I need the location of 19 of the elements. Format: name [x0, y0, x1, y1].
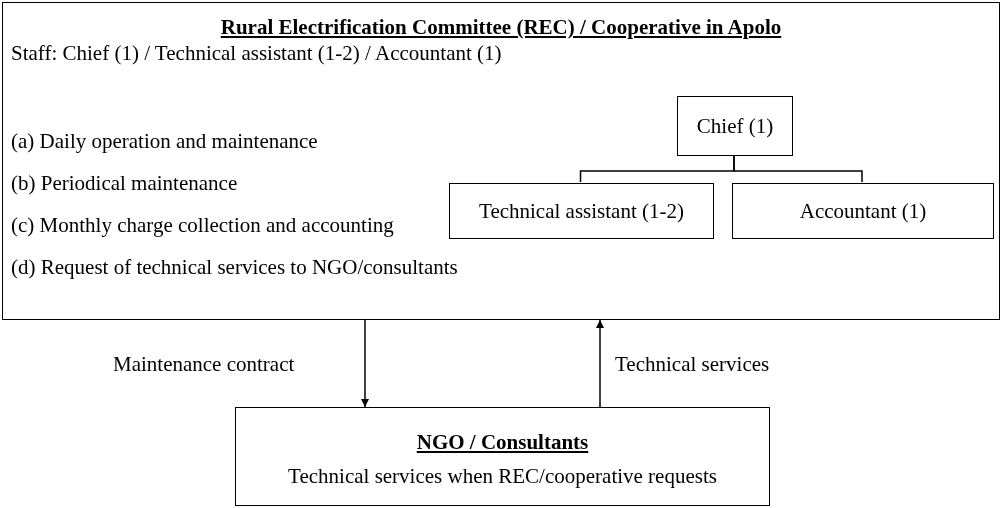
role-label: Chief (1) — [696, 113, 774, 139]
title: Rural Electrification Committee (REC) / Cooperative in Apolo — [220, 15, 782, 39]
arrow — [596, 319, 604, 408]
box-text: Technical services when REC/cooperative requests — [288, 464, 717, 488]
consultant-box — [235, 407, 770, 506]
org-box — [732, 183, 994, 239]
org-box — [449, 183, 714, 239]
task-item: (b) Periodical maintenance — [11, 171, 238, 195]
arrow — [361, 319, 369, 408]
role-label: Accountant (1) — [799, 198, 927, 224]
title: NGO / Consultants — [416, 430, 589, 454]
committee-box — [2, 2, 1000, 320]
task-item: (a) Daily operation and maintenance — [11, 129, 318, 153]
org-box — [677, 96, 793, 156]
role-label: Technical assistant (1-2) — [479, 198, 684, 224]
staff-line: Staff: Chief (1) / Technical assistant (1-2) / Accountant (1) — [11, 41, 502, 65]
task-item: (c) Monthly charge collection and accounting — [11, 213, 394, 237]
task-item: (d) Request of technical services to NGO/consultants — [11, 255, 458, 279]
connector-line — [733, 154, 863, 183]
